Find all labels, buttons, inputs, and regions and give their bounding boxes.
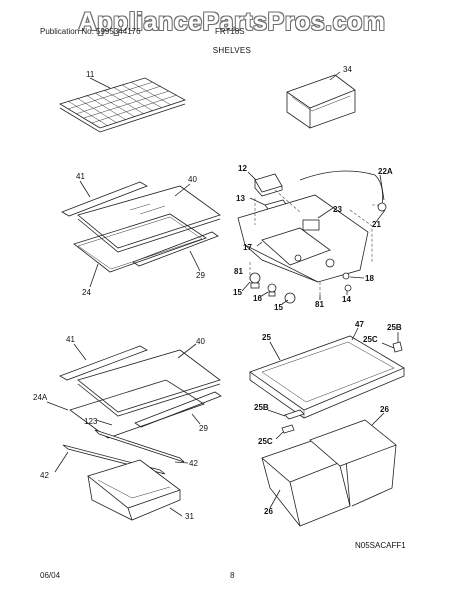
glass-shelf-lower: 41 40 24A 123 29 42 42 31: [33, 335, 222, 521]
watermark: AppliancePartsPros.com: [78, 8, 386, 36]
callout-123: 123: [84, 417, 98, 426]
callout-81-right: 81: [315, 300, 324, 309]
callout-42-left: 42: [40, 471, 49, 480]
callout-18: 18: [365, 274, 374, 283]
crisper-assembly: 47 25 25B 25C 25B 25C 26 26: [249, 320, 405, 527]
callout-31: 31: [185, 512, 194, 521]
wire-shelf: 11: [59, 70, 186, 133]
callout-23: 23: [333, 205, 342, 214]
callout-29-upper: 29: [196, 271, 205, 280]
callout-24: 24: [82, 288, 91, 297]
callout-41-lower: 41: [66, 335, 75, 344]
light-control-housing: 12 22A 13 23 21 17 81 18 15 16 15 81 14: [233, 164, 393, 312]
callout-26-left: 26: [264, 507, 273, 516]
callout-25C-bottom: 25C: [258, 437, 273, 446]
callout-40-lower: 40: [196, 337, 205, 346]
callout-26-right: 26: [380, 405, 389, 414]
callout-47: 47: [355, 320, 364, 329]
callout-29-lower: 29: [199, 424, 208, 433]
dairy-bin: 34: [286, 65, 356, 129]
footer-date: 06/04: [40, 571, 61, 580]
callout-15-right: 15: [274, 303, 283, 312]
glass-shelf-upper: 41 40 29 24: [61, 172, 221, 297]
callout-24A: 24A: [33, 393, 48, 402]
callout-34: 34: [343, 65, 352, 74]
diagram-code: N05SACAFF1: [355, 541, 406, 550]
callout-42-right: 42: [189, 459, 198, 468]
callout-17: 17: [243, 243, 252, 252]
callout-40-upper: 40: [188, 175, 197, 184]
callout-15-left: 15: [233, 288, 242, 297]
callout-25B-bottom: 25B: [254, 403, 269, 412]
callout-12: 12: [238, 164, 247, 173]
callout-25B-top: 25B: [387, 323, 402, 332]
model-number: FRT18S: [215, 27, 245, 36]
footer-page-number: 8: [230, 571, 235, 580]
diagram-title: SHELVES: [212, 46, 252, 55]
callout-14: 14: [342, 295, 351, 304]
callout-13: 13: [236, 194, 245, 203]
callout-25: 25: [262, 333, 271, 342]
callout-21: 21: [372, 220, 381, 229]
callout-41-upper: 41: [76, 172, 85, 181]
callout-16: 16: [253, 294, 262, 303]
callout-25C-top: 25C: [363, 335, 378, 344]
callout-81-left: 81: [234, 267, 243, 276]
publication-number: Publication No. 5995344176: [40, 27, 141, 36]
callout-11: 11: [86, 70, 95, 79]
callout-22A: 22A: [378, 167, 393, 176]
